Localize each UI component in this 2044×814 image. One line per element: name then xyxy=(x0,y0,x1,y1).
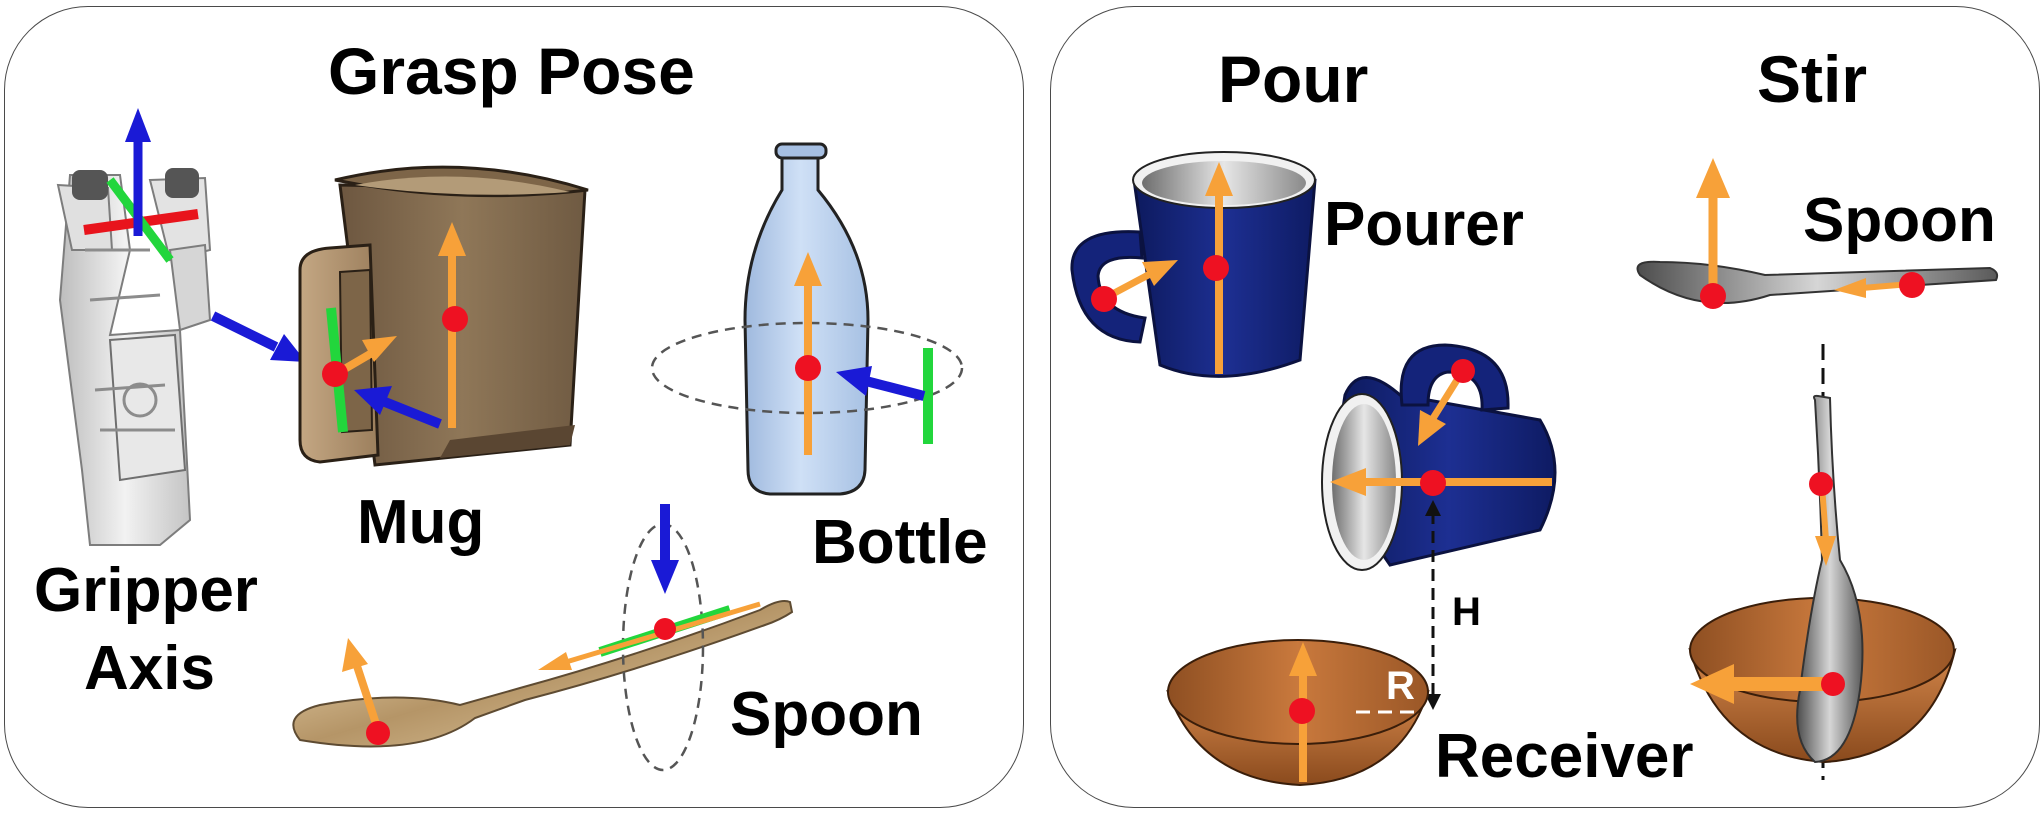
pourer-label: Pourer xyxy=(1324,190,1524,259)
pour-height-indicator xyxy=(1425,500,1441,710)
mug-grasp-markers xyxy=(322,222,468,433)
spoon-icon xyxy=(292,600,794,748)
gripper-axis-frame xyxy=(83,108,199,263)
stir-bowl-markers xyxy=(1690,472,1845,704)
grasp-pose-title: Grasp Pose xyxy=(328,34,695,108)
gripper-axis-label-line2: Axis xyxy=(84,634,215,703)
spoon-icon xyxy=(1636,260,1999,304)
height-label: H xyxy=(1452,590,1481,634)
stir-title: Stir xyxy=(1757,42,1868,116)
spoon-label: Spoon xyxy=(730,680,923,749)
radius-label: R xyxy=(1386,664,1415,708)
receiver-label: Receiver xyxy=(1435,722,1694,791)
stir-spoon-label: Spoon xyxy=(1803,186,1996,255)
cup-icon xyxy=(1070,151,1317,378)
pourer-markers xyxy=(1091,162,1233,374)
cup-icon xyxy=(1321,343,1557,571)
stir-spoon-markers xyxy=(1696,158,1925,309)
pour-title: Pour xyxy=(1218,42,1369,116)
receiver-markers xyxy=(1289,642,1418,782)
bottle-grasp-ring xyxy=(650,321,964,415)
bottle-grasp-markers xyxy=(794,252,933,455)
approach-arrow-gripper xyxy=(210,311,306,362)
bowl-icon xyxy=(1166,639,1430,787)
bottle-label: Bottle xyxy=(812,508,988,577)
tilted-cup-markers xyxy=(1330,359,1552,496)
spoon-icon xyxy=(1796,394,1864,764)
gripper-axis-label-line1: Gripper xyxy=(34,556,258,625)
mug-label: Mug xyxy=(357,488,485,557)
spoon-grasp-markers xyxy=(342,504,761,745)
